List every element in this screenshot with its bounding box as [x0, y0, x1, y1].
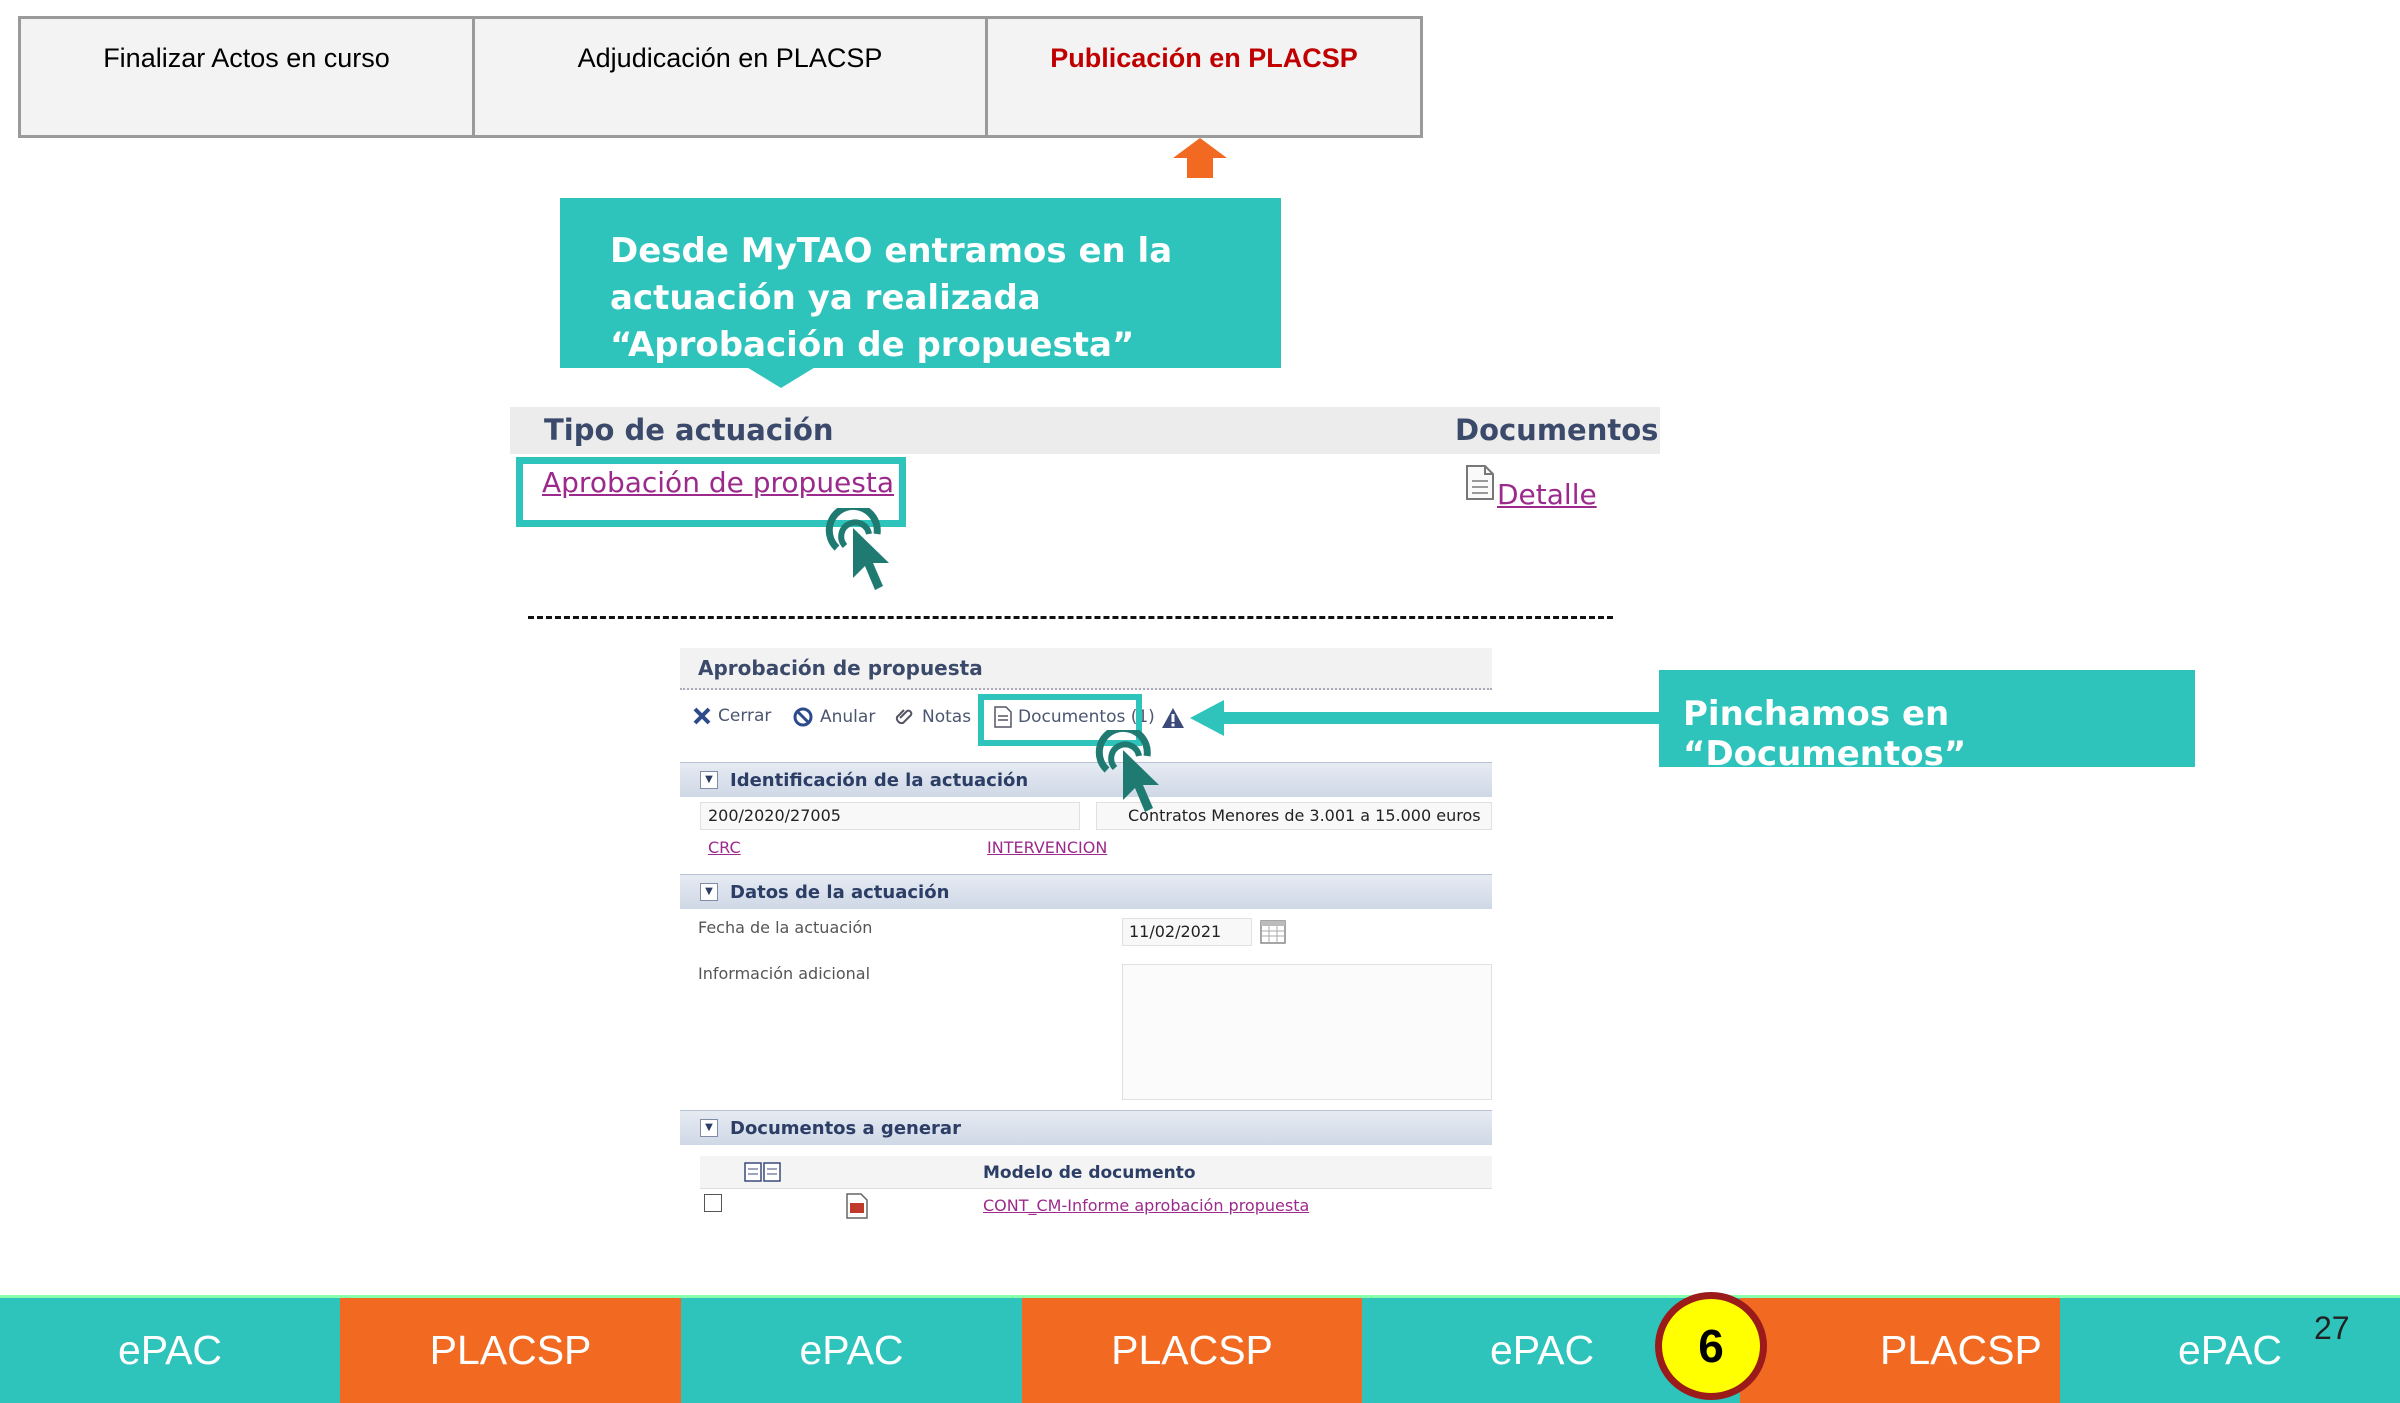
chevron-down-icon[interactable]: ▼: [700, 771, 718, 789]
modelo-documento-header: Modelo de documento: [983, 1163, 1196, 1183]
info-adicional-label: Información adicional: [698, 964, 871, 983]
document-icon: [994, 706, 1012, 728]
click-cursor-icon: [1095, 730, 1159, 812]
detalle-link[interactable]: Detalle: [1497, 478, 1597, 511]
chevron-down-icon[interactable]: ▼: [700, 883, 718, 901]
expediente-value: 200/2020/27005: [708, 806, 841, 825]
documento-link[interactable]: CONT_CM-Informe aprobación propuesta: [983, 1196, 1310, 1215]
col-tipo-actuacion: Tipo de actuación: [544, 413, 834, 447]
document-checkbox[interactable]: [704, 1194, 722, 1212]
bar-epac-1: ePAC: [0, 1298, 340, 1403]
section-datos[interactable]: ▼ Datos de la actuación: [680, 874, 1492, 909]
documentos-table-header: [700, 1156, 1492, 1189]
bar-placsp-2: PLACSP: [1022, 1298, 1362, 1403]
fecha-input[interactable]: [1122, 918, 1252, 946]
notas-label: Notas: [922, 707, 972, 727]
calendar-icon[interactable]: [1260, 920, 1286, 944]
bar-placsp-3: PLACSP: [1740, 1298, 2060, 1403]
instruction-callout: Desde MyTAO entramos en la actuación ya …: [560, 198, 1281, 368]
pdf-icon: [846, 1193, 868, 1219]
bar-placsp-1: PLACSP: [340, 1298, 681, 1403]
select-all-icon[interactable]: [744, 1162, 782, 1182]
cancel-icon: [793, 707, 813, 727]
up-arrow-icon: [1173, 138, 1227, 178]
cerrar-label: Cerrar: [718, 706, 772, 726]
documentos-highlight: [978, 694, 1142, 746]
expediente-box: [700, 802, 1080, 830]
section-datos-label: Datos de la actuación: [730, 882, 950, 903]
section-documentos-generar[interactable]: ▼ Documentos a generar: [680, 1110, 1492, 1145]
chevron-down-icon[interactable]: ▼: [700, 1119, 718, 1137]
section-documentos-label: Documentos a generar: [730, 1118, 961, 1139]
page-number: 27: [2314, 1310, 2350, 1346]
aprobacion-propuesta-link[interactable]: Aprobación de propuesta: [542, 466, 895, 499]
col-documentos: Documentos: [1455, 413, 1659, 447]
tab-finalizar-actos: Finalizar Actos en curso: [21, 19, 475, 135]
documentos-callout: Pinchamos en “Documentos”: [1659, 670, 2195, 774]
actuaciones-table-header: [510, 407, 1660, 454]
bar-epac-4: ePAC: [2060, 1298, 2400, 1403]
section-divider: [528, 616, 1613, 619]
anular-button[interactable]: Anular: [792, 706, 875, 728]
actuacion-window: Aprobación de propuesta Cerrar Anular No…: [680, 648, 1492, 1243]
close-icon: [693, 707, 711, 725]
notas-button[interactable]: Notas: [894, 706, 971, 728]
fecha-label: Fecha de la actuación: [698, 918, 873, 937]
paperclip-icon: [895, 709, 913, 725]
tab-publicacion-active: Publicación en PLACSP: [1050, 43, 1358, 73]
document-icon: [1466, 465, 1494, 500]
callout-pointer: [745, 366, 817, 388]
documentos-button[interactable]: Documentos (1): [994, 706, 1155, 728]
cerrar-button[interactable]: Cerrar: [692, 706, 771, 726]
process-bar: ePAC PLACSP ePAC PLACSP ePAC PLACSP ePAC: [0, 1295, 2400, 1403]
tab-adjudicacion: Adjudicación en PLACSP: [475, 19, 988, 135]
process-tabs: Finalizar Actos en curso Adjudicación en…: [18, 16, 1423, 138]
section-identificacion[interactable]: ▼ Identificación de la actuación: [680, 762, 1492, 797]
tipo-contrato-value: Contratos Menores de 3.001 a 15.000 euro…: [1128, 806, 1481, 825]
alert-icon: [1162, 708, 1184, 728]
highlight-box: [516, 457, 906, 527]
unidad-link[interactable]: CRC: [708, 838, 741, 857]
documentos-label: Documentos (1): [1018, 707, 1155, 727]
click-cursor-icon: [825, 508, 889, 590]
bar-epac-2: ePAC: [681, 1298, 1022, 1403]
section-identificacion-label: Identificación de la actuación: [730, 770, 1029, 791]
pointer-arrow-icon: [1190, 700, 1660, 736]
toolbar: Cerrar Anular Notas Documentos (1): [680, 692, 1492, 752]
step-number-badge: 6: [1655, 1292, 1767, 1400]
info-adicional-textarea[interactable]: [1122, 964, 1492, 1100]
organo-link[interactable]: INTERVENCION: [987, 838, 1108, 857]
tipo-box: [1096, 802, 1492, 830]
anular-label: Anular: [820, 707, 876, 727]
window-titlebar: Aprobación de propuesta: [680, 648, 1492, 690]
window-title: Aprobación de propuesta: [698, 656, 983, 680]
fecha-value: 11/02/2021: [1129, 922, 1222, 941]
